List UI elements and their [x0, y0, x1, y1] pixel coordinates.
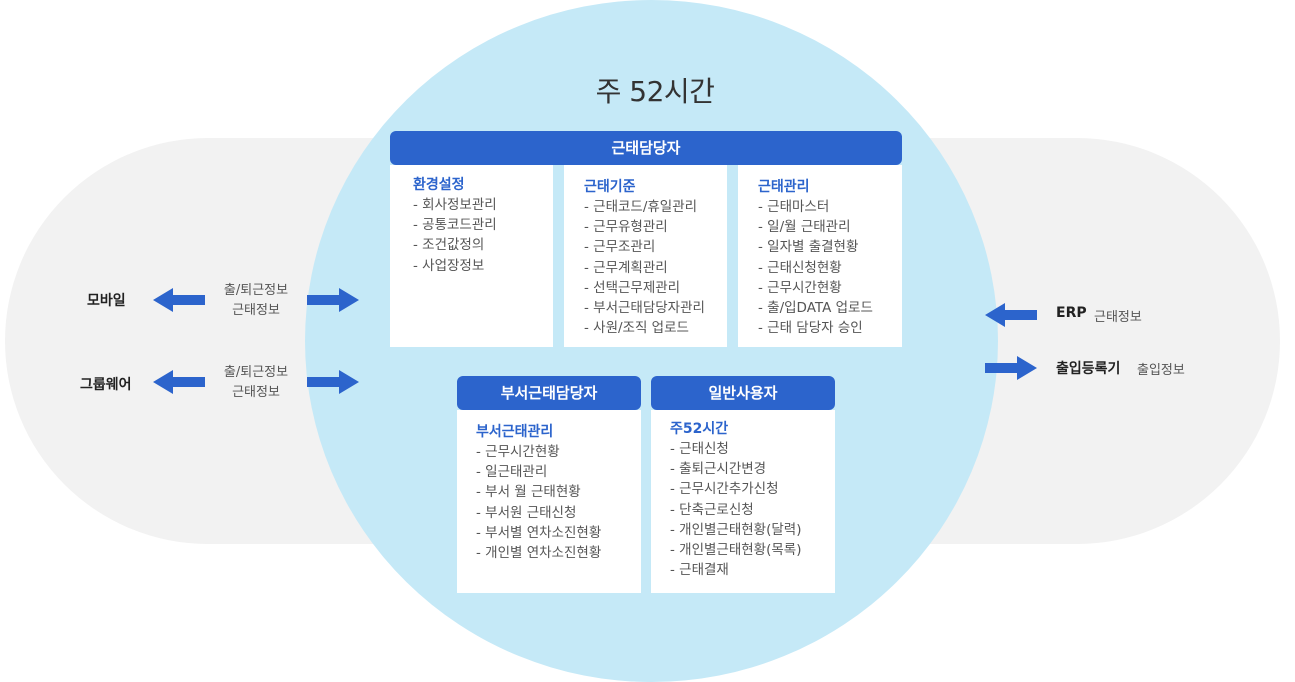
list-item: - 선택근무제관리	[584, 279, 681, 296]
list-item: - 근태코드/휴일관리	[584, 199, 698, 215]
dept-manager-panel: 부서근태관리 - 근무시간현황 - 일근태관리 - 부서 월 근태현황 - 부서…	[457, 410, 641, 593]
list-item: - 공통코드관리	[413, 217, 497, 234]
groupware-label: 그룹웨어	[80, 377, 132, 393]
arrow-right-icon	[307, 370, 359, 394]
list-item: - 부서원 근태신청	[476, 504, 577, 521]
list-item: - 근태 담당자 승인	[758, 320, 863, 337]
item-list: - 근무시간현황 - 일근태관리 - 부서 월 근태현황 - 부서원 근태신청 …	[476, 442, 601, 563]
mobile-label: 모바일	[87, 293, 126, 309]
info-line: 출/퇴근정보	[223, 365, 289, 380]
access-register-label: 출입등록기	[1056, 361, 1121, 377]
general-user-header: 일반사용자	[651, 376, 835, 410]
admin-header: 근태담당자	[390, 131, 902, 165]
list-item: - 근태결재	[670, 562, 729, 579]
list-item: - 사업장정보	[413, 257, 485, 274]
item-list: - 근태마스터 - 일/월 근태관리 - 일자별 출결현황 - 근태신청현황 -…	[758, 197, 873, 338]
list-item: - 출퇴근시간변경	[670, 461, 767, 478]
panel-title: 부서근태관리	[476, 424, 554, 440]
list-item: - 출/입DATA 업로드	[758, 300, 873, 317]
list-item: - 일자별 출결현황	[758, 239, 859, 256]
panel-title: 근태기준	[584, 179, 636, 195]
list-item: - 일근태관리	[476, 464, 548, 481]
list-item: - 단축근로신청	[670, 501, 754, 518]
list-item: - 근태마스터	[758, 199, 830, 215]
arrow-right-icon	[307, 288, 359, 312]
list-item: - 부서별 연차소진현황	[476, 524, 602, 541]
list-item: - 근무유형관리	[584, 219, 668, 236]
access-register-info: 출입정보	[1137, 363, 1185, 378]
item-list: - 근태신청 - 출퇴근시간변경 - 근무시간추가신청 - 단축근로신청 - 개…	[670, 439, 801, 580]
erp-info: 근태정보	[1094, 310, 1142, 325]
list-item: - 일/월 근태관리	[758, 219, 851, 236]
erp-label: ERP	[1056, 305, 1087, 321]
dept-manager-header: 부서근태담당자	[457, 376, 641, 410]
info-line: 근태정보	[232, 385, 280, 400]
list-item: - 근무시간현황	[476, 444, 560, 460]
list-item: - 근무시간추가신청	[670, 481, 779, 498]
arrow-left-icon	[153, 288, 205, 312]
arrow-left-icon	[985, 303, 1037, 327]
item-list: - 근태코드/휴일관리 - 근무유형관리 - 근무조관리 - 근무계획관리 - …	[584, 197, 705, 338]
admin-panel-settings: 환경설정 - 회사정보관리 - 공통코드관리 - 조건값정의 - 사업장정보	[390, 165, 553, 347]
info-line: 출/퇴근정보	[223, 283, 289, 298]
panel-title: 주52시간	[670, 421, 729, 437]
groupware-info: 출/퇴근정보 근태정보	[206, 363, 306, 403]
item-list: - 회사정보관리 - 공통코드관리 - 조건값정의 - 사업장정보	[413, 195, 497, 276]
list-item: - 사원/조직 업로드	[584, 320, 689, 337]
arrow-right-icon	[985, 356, 1037, 380]
list-item: - 근무시간현황	[758, 279, 842, 296]
list-item: - 근태신청현황	[758, 259, 842, 276]
list-item: - 회사정보관리	[413, 197, 497, 213]
list-item: - 부서 월 근태현황	[476, 484, 581, 501]
list-item: - 조건값정의	[413, 237, 485, 254]
diagram-title: 주 52시간	[595, 75, 715, 108]
list-item: - 근무조관리	[584, 239, 656, 256]
list-item: - 근태신청	[670, 441, 729, 457]
admin-panel-management: 근태관리 - 근태마스터 - 일/월 근태관리 - 일자별 출결현황 - 근태신…	[738, 165, 902, 347]
list-item: - 개인별 연차소진현황	[476, 545, 602, 562]
list-item: - 개인별근태현황(달력)	[670, 521, 802, 538]
general-user-panel: 주52시간 - 근태신청 - 출퇴근시간변경 - 근무시간추가신청 - 단축근로…	[651, 410, 835, 593]
list-item: - 부서근태담당자관리	[584, 300, 705, 317]
list-item: - 개인별근태현황(목록)	[670, 542, 802, 559]
info-line: 근태정보	[232, 303, 280, 318]
panel-title: 환경설정	[413, 177, 465, 193]
admin-panel-standards: 근태기준 - 근태코드/휴일관리 - 근무유형관리 - 근무조관리 - 근무계획…	[564, 165, 727, 347]
mobile-info: 출/퇴근정보 근태정보	[206, 281, 306, 321]
panel-title: 근태관리	[758, 179, 810, 195]
list-item: - 근무계획관리	[584, 259, 668, 276]
arrow-left-icon	[153, 370, 205, 394]
